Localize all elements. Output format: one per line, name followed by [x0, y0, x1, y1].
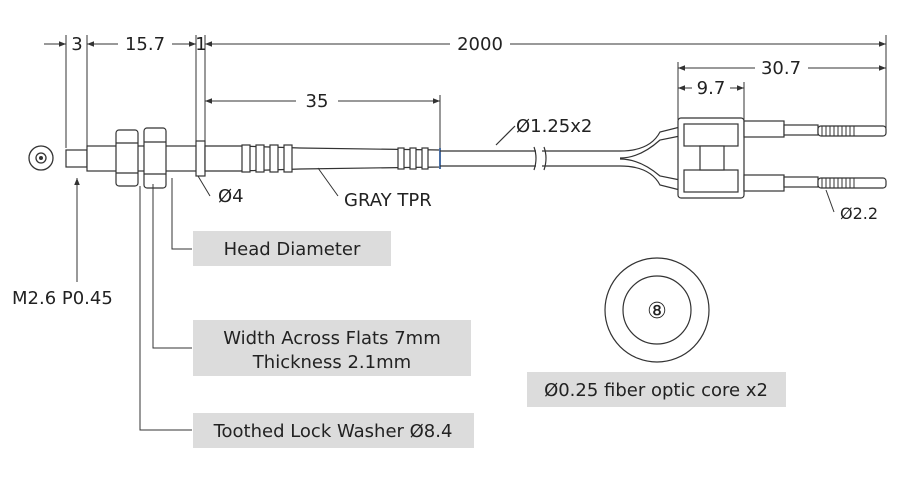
label-body-diameter: Ø4: [218, 186, 244, 207]
dim-total-length: 2000: [457, 34, 503, 55]
sensor-end-view: [28, 145, 54, 171]
dim-thread-length: 15.7: [125, 34, 165, 55]
connector-pin-threads: [821, 126, 855, 188]
callout-washer: Toothed Lock Washer Ø8.4: [193, 413, 474, 448]
callout-head-diameter: Head Diameter: [193, 231, 391, 266]
dim-collar: 1: [195, 34, 206, 55]
leader-lines: [74, 167, 835, 431]
dimension-lines: [44, 35, 887, 150]
fiber-cross-section: [604, 257, 710, 363]
callout-head-diameter-text: Head Diameter: [224, 239, 361, 260]
dim-tpr-length: 35: [306, 91, 329, 112]
callout-core-text: Ø0.25 fiber optic core x2: [544, 380, 768, 401]
dim-sensor-tip: 3: [71, 34, 82, 55]
callout-nut-line2: Thickness 2.1mm: [252, 352, 411, 373]
tpr-sleeve: [204, 144, 441, 173]
sensor-head: [65, 127, 206, 189]
callout-nut-line1: Width Across Flats 7mm: [223, 328, 440, 349]
callout-core: Ø0.25 fiber optic core x2: [527, 372, 786, 407]
fiber-connector: [677, 117, 887, 199]
label-fiber-diameter: Ø1.25x2: [516, 116, 592, 137]
label-pin-diameter: Ø2.2: [840, 204, 878, 223]
dim-connector-body: 9.7: [697, 78, 726, 99]
core-symbol: ⑧: [647, 299, 667, 324]
callout-washer-text: Toothed Lock Washer Ø8.4: [213, 421, 453, 442]
label-thread: M2.6 P0.45: [12, 288, 113, 309]
label-material: GRAY TPR: [344, 190, 432, 211]
callout-nut: Width Across Flats 7mm Thickness 2.1mm: [193, 320, 471, 376]
fiber-cable: [440, 125, 681, 191]
dim-connector-length: 30.7: [761, 58, 801, 79]
